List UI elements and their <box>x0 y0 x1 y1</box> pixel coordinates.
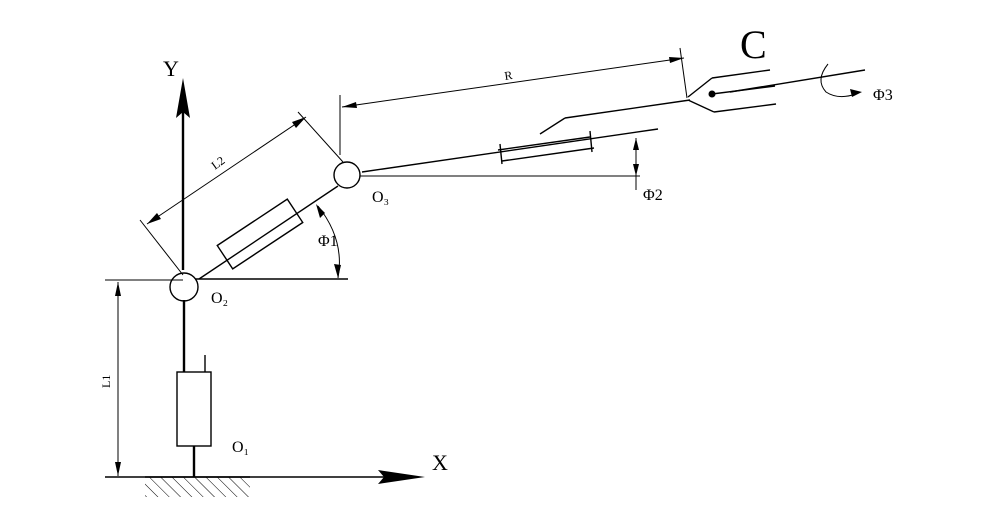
forearm-link <box>361 99 691 173</box>
phi2-angle-marker <box>633 138 639 190</box>
phi2-label: Φ2 <box>643 187 663 204</box>
end-effector-label: C <box>740 22 767 67</box>
y-axis-label: Y <box>163 56 179 81</box>
phi1-label: Φ1 <box>318 233 338 250</box>
base-column <box>176 300 212 477</box>
l1-dimension <box>105 279 183 476</box>
shoulder-joint-circle <box>169 272 199 302</box>
ground-hatch <box>145 476 250 497</box>
l2-dimension <box>139 111 344 276</box>
shoulder-joint-label: O₂ <box>211 290 228 307</box>
r-dimension <box>339 47 688 155</box>
elbow-joint-label: O₃ <box>372 189 389 206</box>
x-axis <box>105 470 425 484</box>
x-axis-label: X <box>432 450 448 475</box>
l1-label: L1 <box>99 375 113 388</box>
gripper <box>687 69 866 113</box>
r-label: R <box>503 68 513 83</box>
l2-label: L2 <box>209 153 228 172</box>
phi1-angle-arc <box>316 204 341 279</box>
phi3-rotation-arrow <box>820 63 862 98</box>
phi3-label: Φ3 <box>873 87 893 104</box>
elbow-joint-circle <box>333 161 361 189</box>
y-axis <box>176 78 190 270</box>
upper-arm-link <box>198 185 339 280</box>
base-joint-label: O₁ <box>232 439 249 456</box>
